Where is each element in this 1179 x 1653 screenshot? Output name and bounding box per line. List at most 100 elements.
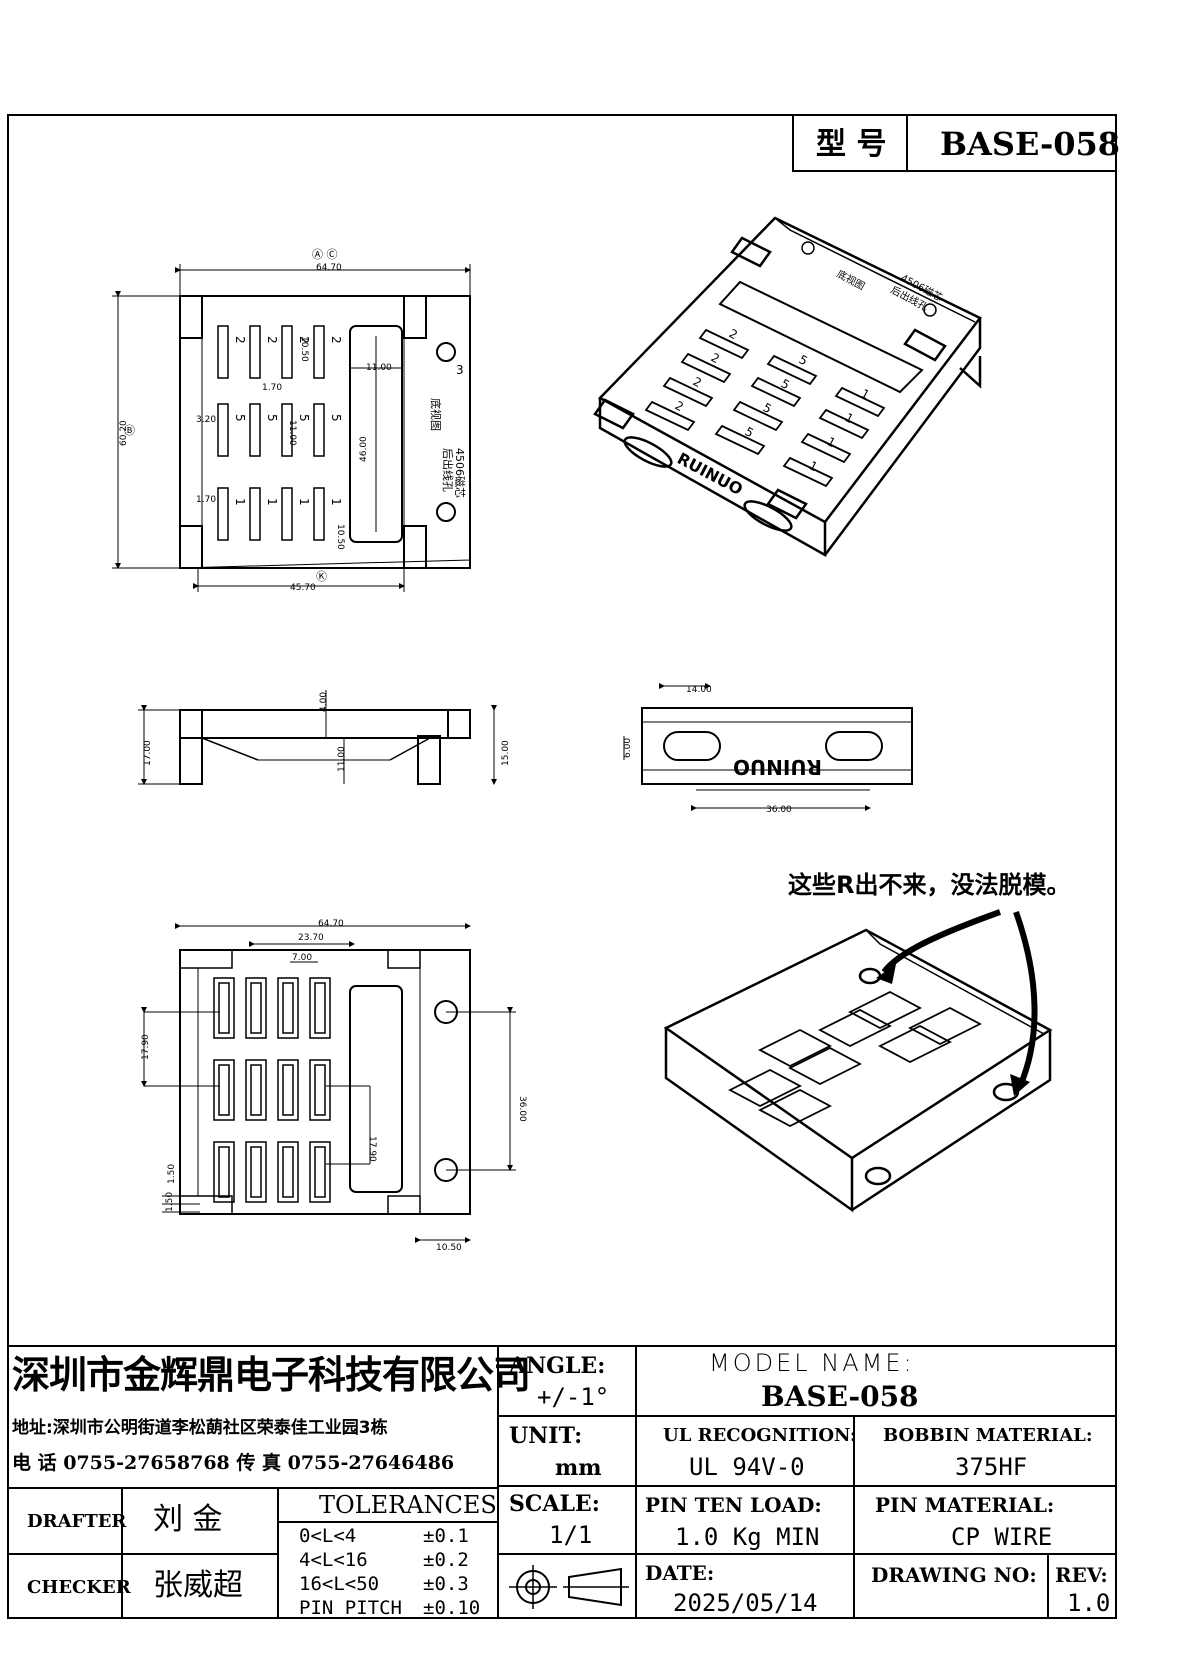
annotation-arrows bbox=[881, 909, 1038, 1088]
tb-pin-material-label: PIN MATERIAL: bbox=[875, 1493, 1055, 1517]
bottom-slot-outer bbox=[245, 1141, 267, 1203]
tb-unit-value: mm bbox=[555, 1455, 602, 1481]
bottom-view-slots bbox=[213, 977, 331, 1203]
tb-scale-cell: SCALE: 1/1 bbox=[497, 1485, 637, 1555]
tb-address: 地址:深圳市公明街道李松蓢社区荣泰佳工业园3栋 bbox=[12, 1418, 388, 1438]
side-view bbox=[138, 690, 497, 785]
top-dim-width: 64.70 bbox=[316, 263, 342, 273]
bottom-slot-outer bbox=[213, 977, 235, 1039]
tolerance-value: ±0.2 bbox=[423, 1549, 469, 1571]
bottom-slot-outer bbox=[277, 977, 299, 1039]
tb-pin-load-label: PIN TEN LOAD: bbox=[645, 1493, 822, 1517]
side-dim-inner: 11.00 bbox=[337, 746, 347, 772]
bottom-slot-inner bbox=[282, 1146, 294, 1198]
iso-view bbox=[593, 216, 982, 558]
front-dim-bottom: 36.00 bbox=[766, 805, 792, 815]
side-view-text: 17.00 4.00 11.00 15.00 bbox=[143, 692, 511, 772]
bottom-dim-inner: 23.70 bbox=[298, 933, 324, 943]
header-model-value: BASE-058 bbox=[940, 125, 1121, 163]
bottom-slot-inner bbox=[282, 1064, 294, 1116]
tb-rev-cell: REV: 1.0 bbox=[1047, 1553, 1117, 1619]
bottom-dim-width: 64.70 bbox=[318, 919, 344, 929]
tb-date-cell: DATE: 2025/05/14 bbox=[635, 1553, 855, 1619]
tb-unit-cell: UNIT: mm bbox=[497, 1415, 637, 1487]
projection-symbol-icon bbox=[509, 1565, 629, 1609]
top-dim-gap: 3.20 bbox=[196, 415, 216, 425]
iso-text-1: 底视图 bbox=[835, 267, 868, 293]
top-dim-slot-w: 1.70 bbox=[262, 383, 282, 393]
bottom-slot-inner bbox=[314, 1146, 326, 1198]
tb-rev-label: REV: bbox=[1055, 1563, 1108, 1587]
top-view-text: 64.70 Ⓐ Ⓒ 60.20 Ⓑ 45.70 Ⓚ 1.70 1.70 3.20… bbox=[119, 248, 467, 593]
top-dim-window-w: 11.00 bbox=[366, 363, 392, 373]
tb-date-label: DATE: bbox=[645, 1561, 715, 1585]
svg-text:Ⓐ Ⓒ: Ⓐ Ⓒ bbox=[312, 248, 338, 261]
tb-checker-name: 张威超 bbox=[153, 1568, 243, 1603]
tb-bobbin-cell: BOBBIN MATERIAL: 375HF bbox=[853, 1415, 1117, 1487]
top-dim-window-h: 46.00 bbox=[359, 436, 369, 462]
bottom-dim-bottom: 10.50 bbox=[436, 1243, 462, 1253]
bottom-slot-inner bbox=[218, 982, 230, 1034]
tb-projection-cell bbox=[497, 1553, 637, 1619]
top-dim-slot-w2: 1.70 bbox=[196, 495, 216, 505]
tb-pin-load-cell: PIN TEN LOAD: 1.0 Kg MIN bbox=[635, 1485, 855, 1555]
bottom-slot-outer bbox=[213, 1141, 235, 1203]
front-view bbox=[623, 683, 913, 811]
header-model-value-cell: BASE-058 bbox=[906, 114, 1121, 172]
top-dim-slot-len: 10.50 bbox=[335, 524, 345, 550]
front-brand: RUINUO bbox=[733, 755, 822, 779]
tolerance-range: 16<L<50 bbox=[299, 1573, 380, 1595]
header-model-label: 型 号 bbox=[816, 127, 887, 162]
bottom-slot-inner bbox=[218, 1146, 230, 1198]
tb-company: 深圳市金辉鼎电子科技有限公司 bbox=[12, 1352, 531, 1397]
tb-phone: 电 话 0755-27658768 传 真 0755-27646486 bbox=[12, 1452, 455, 1474]
tb-tolerances-divider bbox=[279, 1521, 497, 1523]
front-dim-left: 6.00 bbox=[623, 738, 633, 758]
tolerance-range: PIN PITCH bbox=[299, 1597, 402, 1619]
tb-bobbin-label: BOBBIN MATERIAL: bbox=[883, 1425, 1093, 1446]
iso-pin-label: 5 bbox=[761, 400, 774, 416]
bottom-slot-inner bbox=[250, 1064, 262, 1116]
tb-model-name-value: BASE-058 bbox=[761, 1380, 919, 1413]
top-pin-label: 1 bbox=[265, 498, 279, 506]
bottom-dim-y1: 1.50 bbox=[167, 1164, 177, 1184]
tb-tolerances-title: TOLERANCES bbox=[319, 1491, 497, 1519]
iso-pin-label: 5 bbox=[797, 352, 810, 368]
tolerance-range: 4<L<16 bbox=[299, 1549, 368, 1571]
side-dim-right: 15.00 bbox=[501, 740, 511, 766]
svg-text:Ⓑ: Ⓑ bbox=[124, 424, 135, 437]
bottom-dim-right: 36.00 bbox=[517, 1096, 527, 1122]
tb-rev-value: 1.0 bbox=[1067, 1589, 1111, 1617]
bottom-slot-outer bbox=[309, 1059, 331, 1121]
tb-model-name-cell: MODEL NAME: BASE-058 bbox=[635, 1345, 1117, 1417]
svg-text:Ⓚ: Ⓚ bbox=[316, 570, 327, 583]
tb-drafter-label-cell: DRAFTER bbox=[7, 1487, 126, 1555]
tb-angle-value: +/-1° bbox=[537, 1383, 610, 1411]
bottom-slot-outer bbox=[245, 1059, 267, 1121]
iso-pin-label: 5 bbox=[743, 424, 756, 440]
tb-pin-load-value: 1.0 Kg MIN bbox=[675, 1523, 820, 1551]
tb-unit-label: UNIT: bbox=[509, 1423, 583, 1449]
tolerance-value: ±0.10 bbox=[423, 1597, 481, 1619]
tolerance-value: ±0.1 bbox=[423, 1525, 469, 1547]
tolerance-row: 16<L<50±0.3 bbox=[299, 1573, 495, 1597]
tolerance-row: 0<L<4±0.1 bbox=[299, 1525, 495, 1549]
bottom-slot-outer bbox=[309, 1141, 331, 1203]
top-pin-label: 2 bbox=[265, 336, 279, 344]
top-pin-label: 1 bbox=[329, 498, 343, 506]
side-dim-top: 4.00 bbox=[319, 692, 329, 712]
top-pin-label: 5 bbox=[233, 414, 247, 422]
side-dim-height: 17.00 bbox=[143, 740, 153, 766]
bottom-slot-inner bbox=[250, 982, 262, 1034]
front-dim-top: 14.00 bbox=[686, 685, 712, 695]
iso-bottom-view bbox=[663, 928, 1053, 1213]
top-side-text-2: 4506磁芯 bbox=[453, 448, 467, 498]
tb-model-name-label: MODEL NAME: bbox=[709, 1349, 915, 1377]
top-dim-bottom: 45.70 bbox=[290, 583, 316, 593]
tolerance-row: PIN PITCH ±0.10 bbox=[299, 1597, 495, 1621]
bottom-dim-slot: 7.00 bbox=[292, 953, 312, 963]
top-pin-label: 1 bbox=[233, 498, 247, 506]
technical-drawing: 64.70 Ⓐ Ⓒ 60.20 Ⓑ 45.70 Ⓚ 1.70 1.70 3.20… bbox=[112, 216, 1070, 1253]
